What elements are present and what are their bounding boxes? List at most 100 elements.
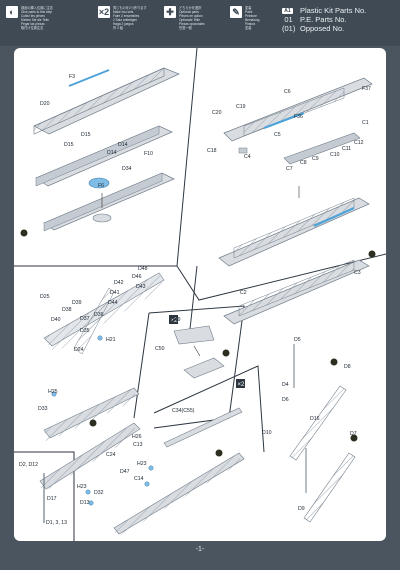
key-code: (01) [282,24,296,33]
legend-glue: ◐ 部品の挿入位置に注意 Glue parts to this step Col… [6,6,65,34]
key-code: A1 [282,7,295,14]
deck-side [43,172,163,232]
key-label: Plastic Kit Parts No. [300,6,367,15]
part-label: D2, D12 [19,462,38,468]
make-two-badge [236,379,245,388]
part-label: F37 [362,86,371,92]
legend-line: Pintura [245,22,256,26]
legend-line: どちらかを選択 [179,6,202,10]
part-label: C14 [134,476,144,482]
legend-line: Pegar las piezas [21,22,45,26]
part-label: C10 [330,152,340,158]
part-label: C2 [240,290,247,296]
legend-line: Make two sets [113,10,134,14]
part-label: D15 [64,142,74,148]
part-label: D40 [51,317,61,323]
part-label: C50 [155,346,165,352]
part-label: D46 [132,274,142,280]
key-code: 01 [284,15,293,24]
blue-fitting-c13 [148,465,154,471]
part-label: D9 [298,506,305,512]
blue-fitting-h23 [85,489,91,495]
deck-side [35,125,160,187]
legend-text: 塗装 Paint Peinture Bemalung Pintura 塗装 [245,6,277,34]
jib-truss [238,259,355,317]
step-ladders [289,344,358,523]
legend-text: どちらかを選択 Optional parts Pièces en option … [179,6,223,34]
part-label: F36 [294,114,303,120]
legend-line: Bemalung [245,18,260,22]
legend-line: 作 2 組 [113,26,123,30]
step-marker-icon [368,250,376,258]
legend-text: 同じものを2つ作ります Make two sets Faire 2 ensemb… [113,6,157,34]
step-marker-icon [330,358,338,366]
bracket-c4 [238,147,248,154]
optional-parts-icon: ✚ [164,6,176,18]
blue-pipe-f3 [68,69,110,87]
key-row-plastic: A1 Plastic Kit Parts No. [282,6,394,15]
part-label: H21 [106,337,116,343]
part-label: D17 [47,496,57,502]
instruction-header: ◐ 部品の挿入位置に注意 Glue parts to this step Col… [0,0,400,46]
part-label: D14 [107,150,117,156]
part-label: C18 [207,148,217,154]
jib-truss [233,197,355,259]
make-two-icon: ×2 [98,6,110,18]
part-label: D7 [350,431,357,437]
key-label: Opposed No. [300,24,345,33]
part-label: D6 [282,397,289,403]
part-label: C5 [274,132,281,138]
part-label: D10 [262,430,272,436]
blue-pipe-c5 [263,111,305,130]
assembly-diagram: ×2 ×2 [14,48,386,541]
part-label: C4 [244,154,251,160]
step-crane-jib [218,77,376,325]
part-label: H23 [137,461,147,467]
part-number-badge: A1 [282,7,293,14]
parts-number-key: A1 Plastic Kit Parts No. 01 P.E. Parts N… [282,6,394,33]
panel-dividers [14,48,386,541]
part-label: D32 [94,490,104,496]
part-label: D4 [282,382,289,388]
part-label: C11 [342,146,351,152]
part-label: C24 [106,452,116,458]
part-label: C8 [300,160,307,166]
legend-line: Faire 2 ensembles [113,14,140,18]
legend-make-two: ×2 同じものを2つ作ります Make two sets Faire 2 ens… [98,6,157,34]
legend-line: Optional parts [179,10,199,14]
part-label: C20 [212,110,222,116]
ladder-d9 [303,452,356,523]
tower-truss [40,423,136,493]
legend-line: 塗装 [245,6,252,10]
legend-line: Peinture [245,14,257,18]
legend-line: 2 Satz anfertigen [113,18,138,22]
part-label: D33 [38,406,48,412]
legend-line: Kleben Sie die Teile [21,18,49,22]
rail-c1 [283,132,361,165]
part-label: D16 [310,416,320,422]
part-label: D41 [110,290,120,296]
make-two-label: ×2 [171,318,179,324]
blue-pipe [313,206,355,228]
boom-truss [114,453,241,538]
part-label: D37 [80,316,90,322]
part-label: C12 [354,140,364,146]
legend-line: 任選一個 [179,26,192,30]
pivot-ring [92,213,112,223]
legend-line: 取付け位置注意 [21,26,44,30]
legend-line: Collez les pièces [21,14,45,18]
deck-truss [33,67,165,135]
legend-line: 同じものを2つ作ります [113,6,147,10]
part-label: D44 [108,300,118,306]
part-labels: F3 D20 D15 D15 D14 D14 F10 D34 F6 C6 F37… [19,74,371,526]
blue-fitting-h21 [97,335,103,341]
step-marker-icon [350,434,358,442]
legend-line: Haga 2 juegos [113,22,134,26]
part-label: D24 [74,347,84,353]
part-label: D35 [80,328,90,334]
part-label: D15 [81,132,91,138]
tower-truss [44,273,164,353]
legend-line: 塗装 [245,26,252,30]
part-label: H23 [77,484,87,490]
page-number: -1- [195,546,205,553]
